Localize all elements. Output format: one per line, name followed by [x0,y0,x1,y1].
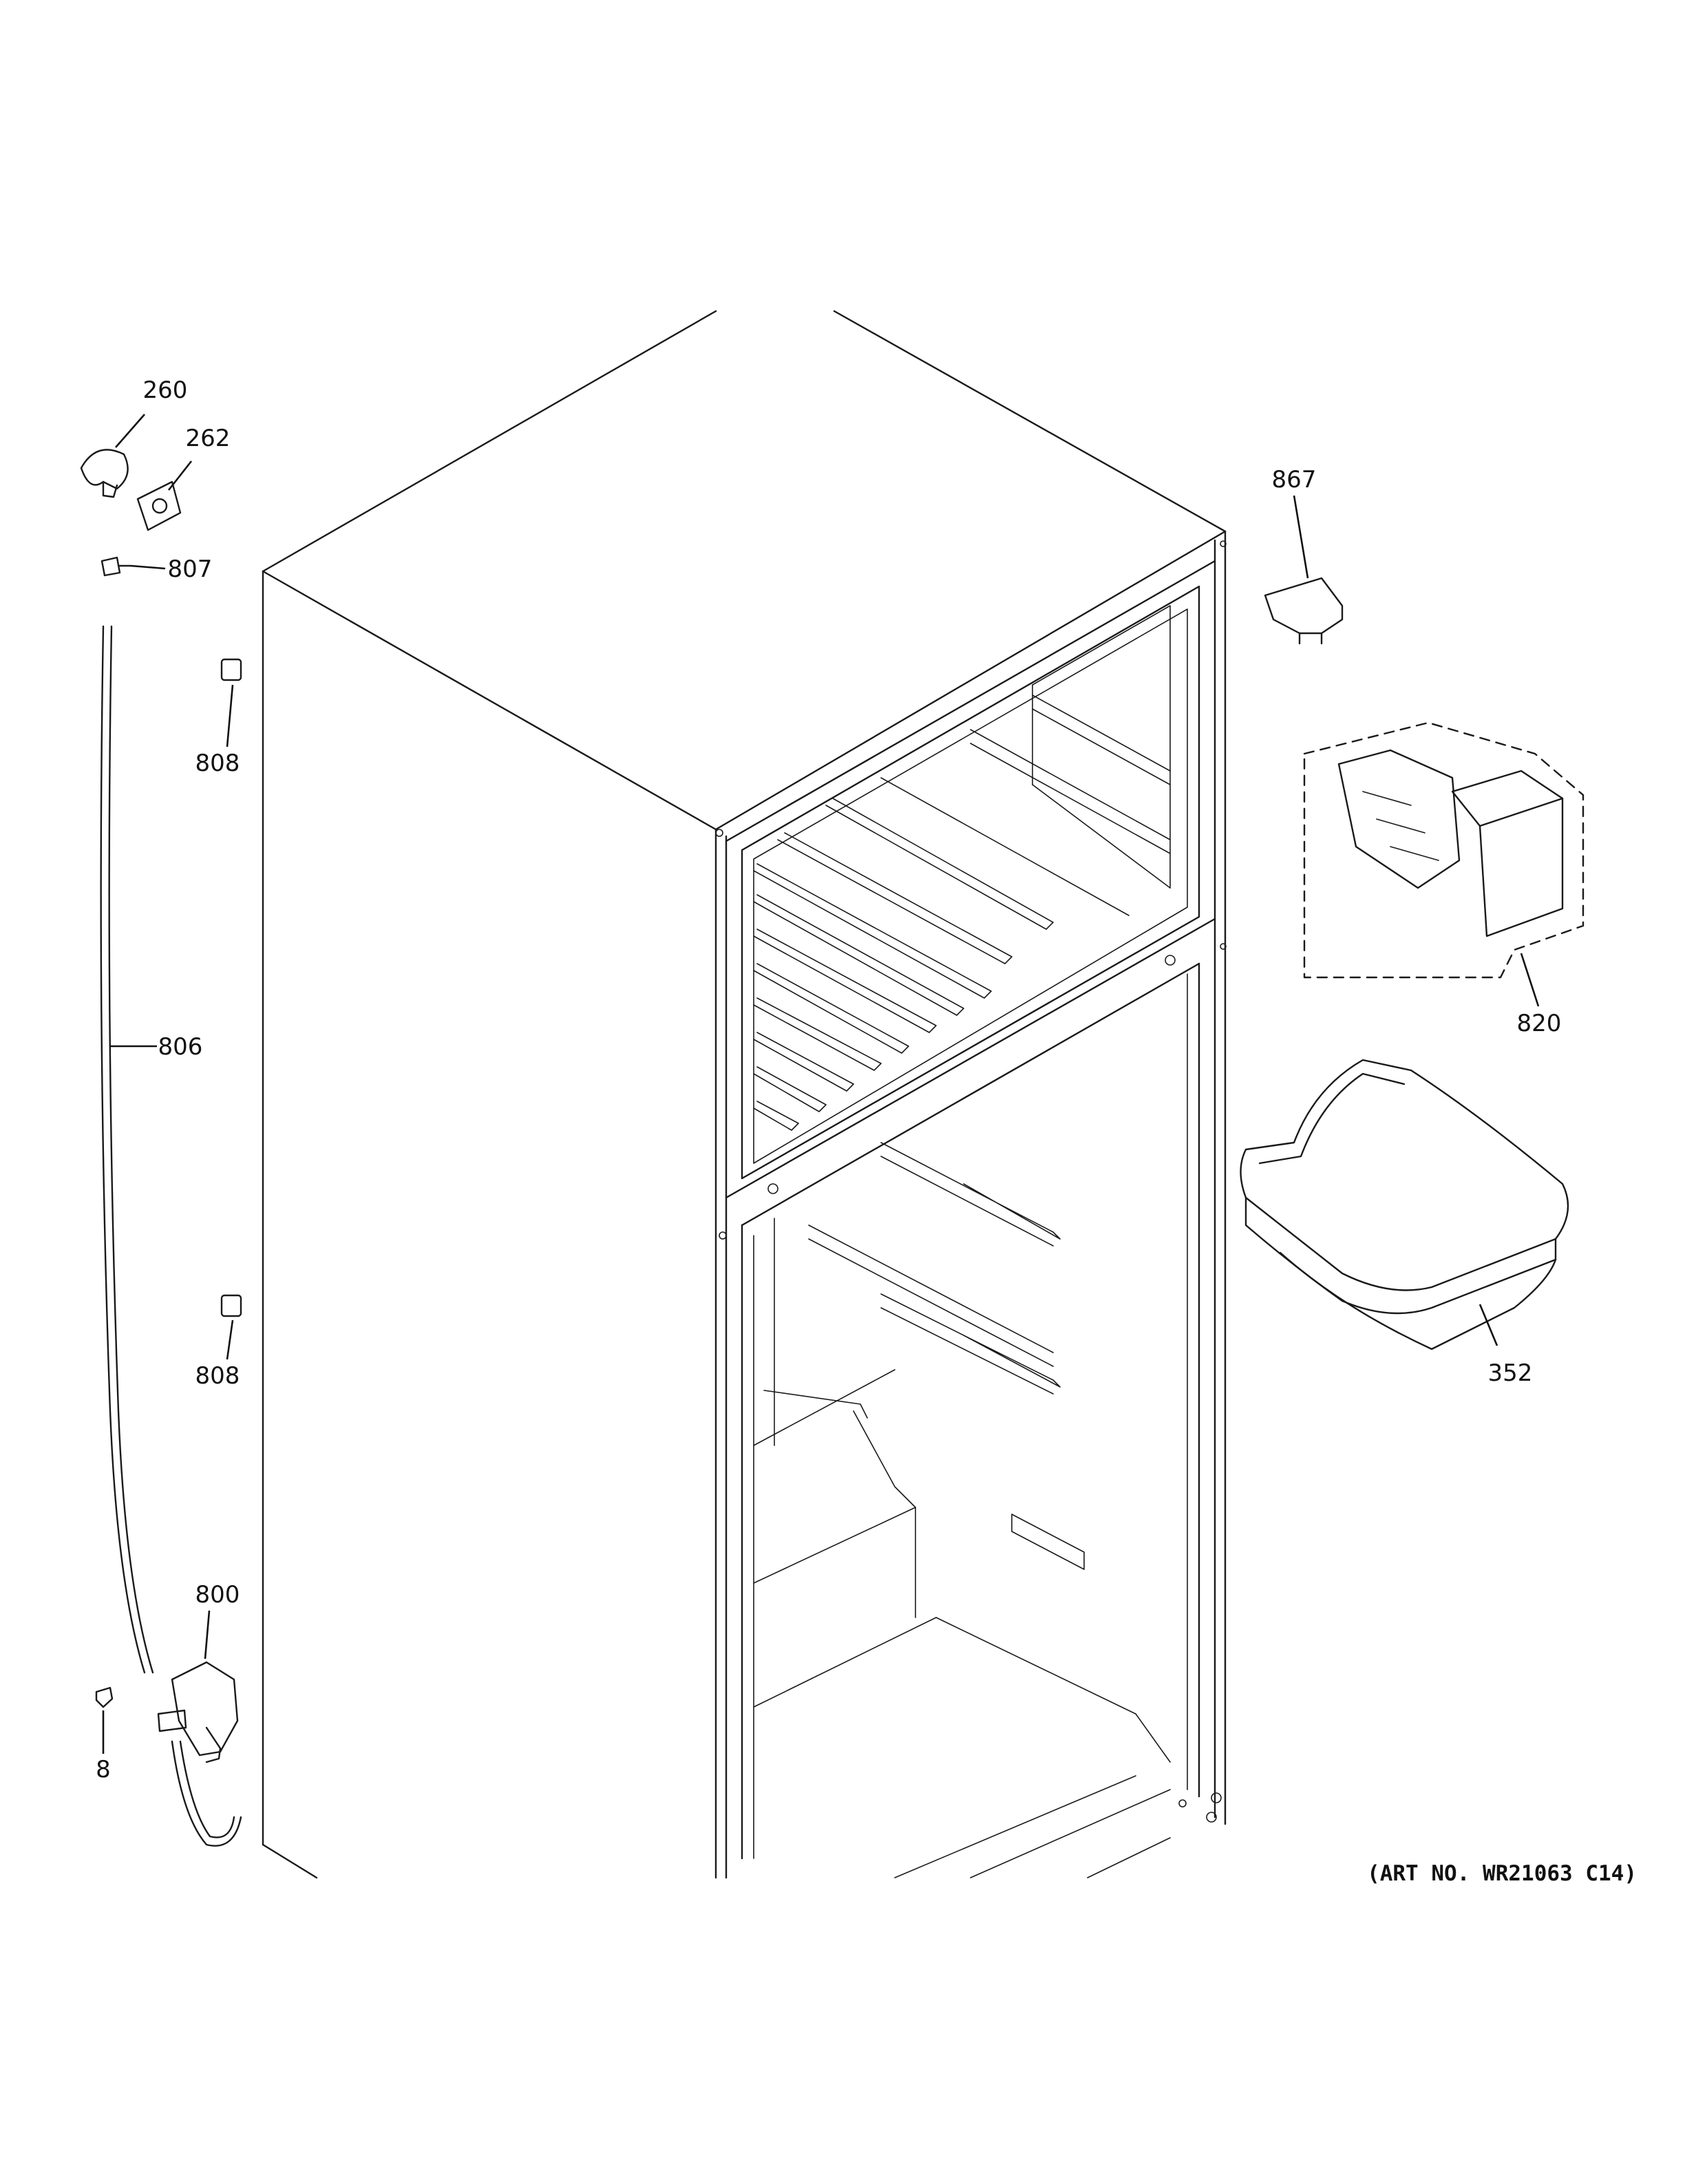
part-808-upper-plug [220,658,242,681]
callout-800: 800 [195,1581,240,1609]
refrigerator-cabinet [262,310,1227,1879]
part-820-icemaker [1303,721,1585,979]
callout-820: 820 [1517,1010,1562,1037]
callout-808-upper: 808 [195,750,240,777]
leader-lines [102,414,1540,1754]
part-260-fitting [80,449,129,498]
art-number: (ART NO. WR21063 C14) [1367,1861,1637,1886]
callout-867: 867 [1272,466,1317,494]
callout-262: 262 [186,425,231,452]
callout-352: 352 [1488,1359,1533,1387]
part-800-water-valve [157,1661,242,1847]
part-808-lower-plug [220,1294,242,1317]
callout-8: 8 [96,1756,111,1783]
callout-807: 807 [168,555,213,583]
part-262-bracket [136,480,182,531]
part-8-screw [95,1686,114,1708]
callout-labels: 260 262 807 808 806 808 800 8 867 820 35… [96,377,1561,1783]
freezer-floor-ribs [753,798,1054,1131]
part-352-ice-bucket [1240,1059,1569,1350]
callout-260: 260 [143,377,188,404]
part-807-clip [100,556,132,577]
part-806-tube [100,625,154,1674]
callout-806: 806 [158,1033,203,1061]
part-867-cover [1264,577,1344,645]
callout-808-lower: 808 [195,1362,240,1390]
